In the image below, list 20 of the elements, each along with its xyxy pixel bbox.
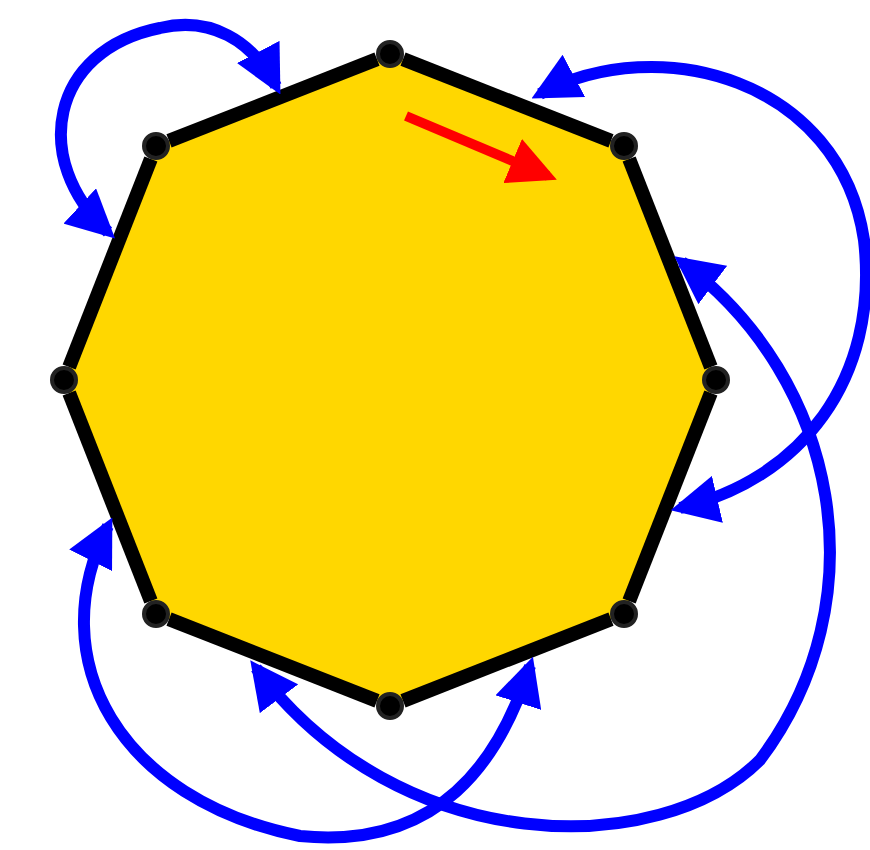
- polygon-side: [166, 52, 380, 148]
- polygon-side: [400, 612, 614, 708]
- polygon-side: [622, 390, 718, 604]
- polygon-side: [622, 156, 718, 370]
- polygon-side: [166, 612, 380, 708]
- polygon-side: [62, 156, 158, 370]
- vertex-dot: [610, 132, 638, 160]
- vertex-dot: [376, 40, 404, 68]
- vertex-dot: [702, 366, 730, 394]
- vertex-dot: [50, 366, 78, 394]
- polygon-side: [400, 52, 614, 148]
- polygon-side: [62, 390, 158, 604]
- vertex-dot: [142, 600, 170, 628]
- vertex-dot: [610, 600, 638, 628]
- double-headed-arrow: [249, 255, 836, 833]
- double-headed-arrow: [55, 18, 282, 239]
- vertex-dot: [142, 132, 170, 160]
- double-headed-arrow: [531, 56, 870, 521]
- double-headed-arrow: [71, 517, 540, 844]
- vertex-dot: [376, 692, 404, 720]
